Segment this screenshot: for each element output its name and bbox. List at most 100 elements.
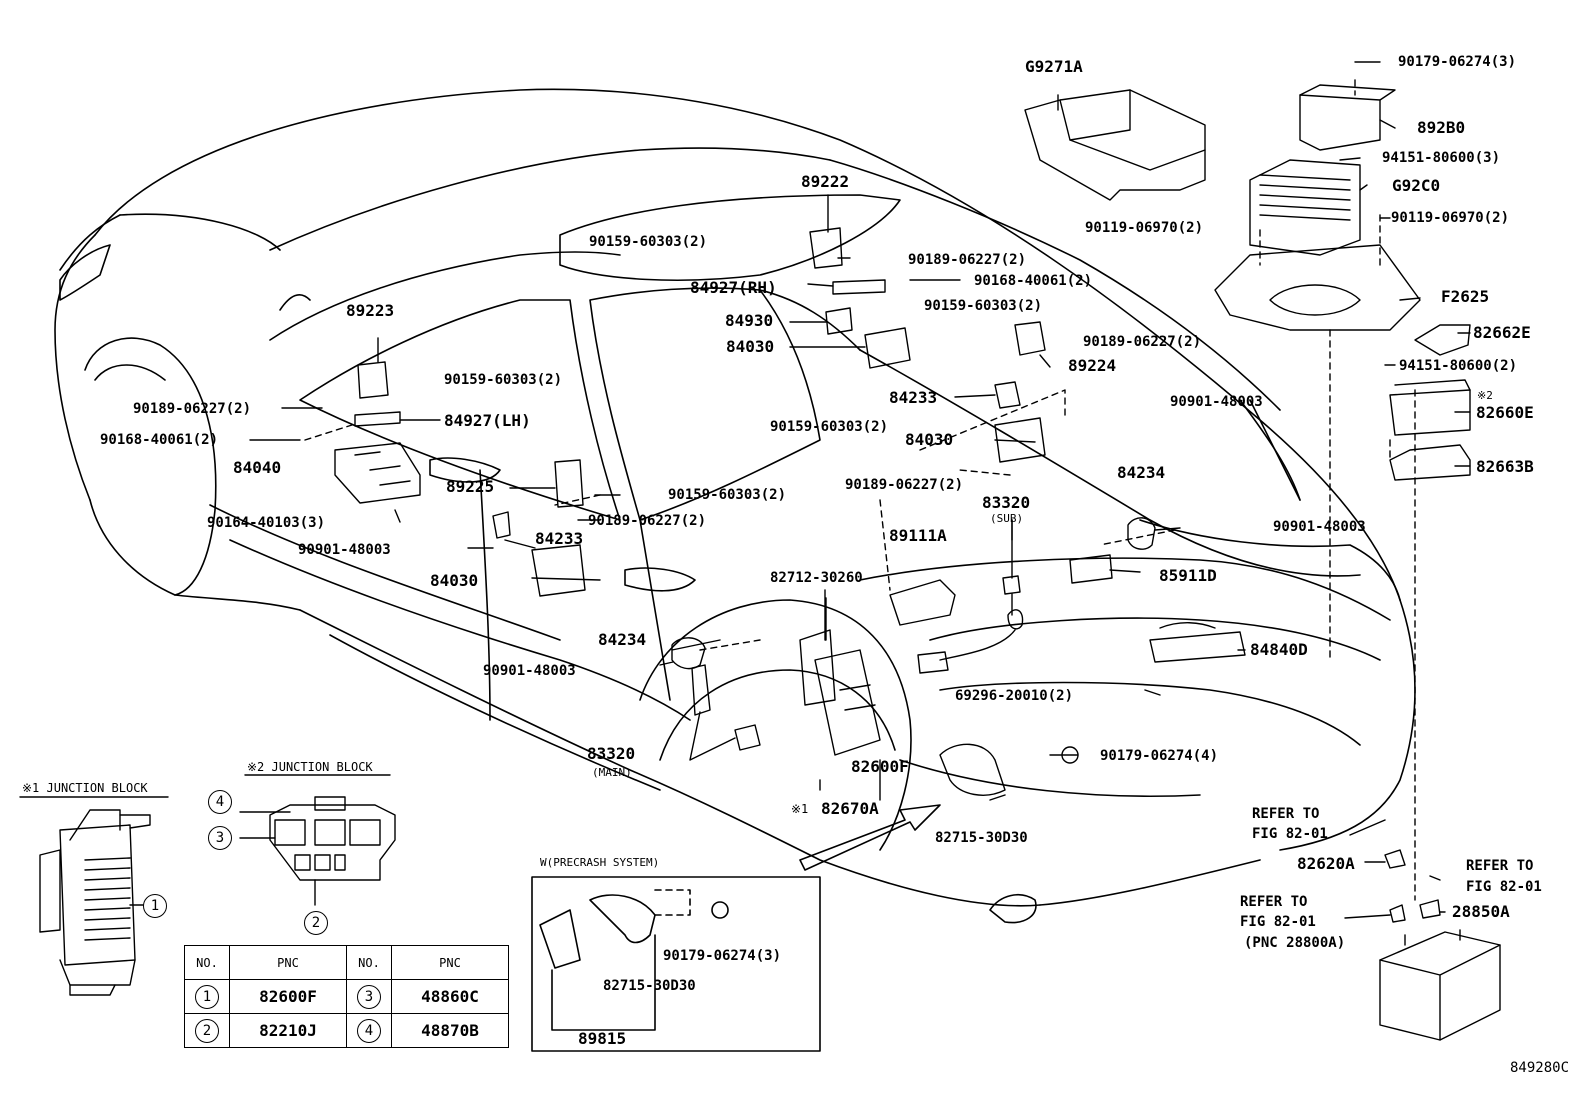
row-pnc-cell: 82600F xyxy=(229,979,347,1014)
row-pnc-cell: 48860C xyxy=(391,979,509,1014)
label-90901-48003-a: 90901-48003 xyxy=(1170,394,1263,410)
label-90164-40103-3: 90164-40103(3) xyxy=(207,515,326,531)
label-90179-06274-3-box: 90179-06274(3) xyxy=(663,948,782,964)
label-f2625: F2625 xyxy=(1441,287,1490,306)
label-90159-60303-2-a: 90159-60303(2) xyxy=(589,234,708,250)
label-refer-to-a: REFER TO xyxy=(1252,806,1320,822)
label-note1-mark: ※1 xyxy=(791,802,809,816)
header-pnc-a: PNC xyxy=(229,945,347,980)
row-number: 2 xyxy=(195,1018,219,1043)
label-g92c0: G92C0 xyxy=(1392,176,1441,195)
label-82660e: 82660E xyxy=(1476,403,1534,422)
header-pnc-b: PNC xyxy=(391,945,509,980)
row-pnc-cell: 82210J xyxy=(229,1013,347,1048)
label-83320-main: 83320 xyxy=(587,744,636,763)
label-84030-c: 84030 xyxy=(430,571,479,590)
label-85911d: 85911D xyxy=(1159,566,1217,585)
label-sub-note: (SUB) xyxy=(990,512,1024,525)
label-82620a: 82620A xyxy=(1297,854,1355,873)
label-94151-80600-2: 94151-80600(2) xyxy=(1399,358,1518,374)
junction-block-1-drawing xyxy=(19,796,169,996)
label-89224: 89224 xyxy=(1068,356,1117,375)
label-84930: 84930 xyxy=(725,311,774,330)
label-89225: 89225 xyxy=(446,477,495,496)
junction-block-2-drawing xyxy=(239,774,396,906)
figure-id: 849280C xyxy=(1510,1060,1570,1076)
label-90119-06970-2-right: 90119-06970(2) xyxy=(1391,210,1510,226)
label-90179-06274-3-top: 90179-06274(3) xyxy=(1398,54,1517,70)
table-row: 2 82210J 4 48870B xyxy=(184,1013,509,1048)
row-number: 1 xyxy=(195,984,219,1009)
label-refer-to-b: REFER TO xyxy=(1466,858,1534,874)
label-pnc-28800a: (PNC 28800A) xyxy=(1244,935,1346,951)
label-90159-60303-2-b: 90159-60303(2) xyxy=(924,298,1043,314)
label-84234-b: 84234 xyxy=(598,630,647,649)
label-82670a: 82670A xyxy=(821,799,879,818)
car-body-outline xyxy=(54,88,1416,924)
label-90159-60303-2-c: 90159-60303(2) xyxy=(770,419,889,435)
row-no-cell: 1 xyxy=(184,979,230,1014)
label-84030-b: 84030 xyxy=(905,430,954,449)
label-90901-48003-c: 90901-48003 xyxy=(1273,519,1366,535)
label-82663b: 82663B xyxy=(1476,457,1534,476)
label-fig-82-01-a: FIG 82-01 xyxy=(1252,826,1328,842)
label-refer-to-c: REFER TO xyxy=(1240,894,1308,910)
label-84233-b: 84233 xyxy=(535,529,584,548)
label-fig-82-01-c: FIG 82-01 xyxy=(1240,914,1316,930)
row-no-cell: 4 xyxy=(346,1013,392,1048)
label-90901-48003-d: 90901-48003 xyxy=(483,663,576,679)
label-90189-06227-2-c: 90189-06227(2) xyxy=(133,401,252,417)
label-82662e: 82662E xyxy=(1473,323,1531,342)
row-number: 3 xyxy=(357,984,381,1009)
label-82600f: 82600F xyxy=(851,757,909,776)
callout-2: 2 xyxy=(304,911,328,935)
label-89111a: 89111A xyxy=(889,526,947,545)
label-main-note: (MAIN) xyxy=(592,766,632,779)
callout-4: 4 xyxy=(208,790,232,814)
callout-1: 1 xyxy=(143,894,167,918)
label-89222: 89222 xyxy=(801,172,850,191)
label-90189-06227-2-b: 90189-06227(2) xyxy=(1083,334,1202,350)
label-jb2-title: ※2 JUNCTION BLOCK xyxy=(247,760,373,774)
label-83320-sub: 83320 xyxy=(982,493,1031,512)
row-no-cell: 2 xyxy=(184,1013,230,1048)
label-84233-a: 84233 xyxy=(889,388,938,407)
label-84234-a: 84234 xyxy=(1117,463,1166,482)
label-69296-20010-2: 69296-20010(2) xyxy=(955,688,1074,704)
label-89815: 89815 xyxy=(578,1029,627,1048)
header-no-a: NO. xyxy=(184,945,230,980)
label-90159-60303-2-d: 90159-60303(2) xyxy=(444,372,563,388)
row-no-cell: 3 xyxy=(346,979,392,1014)
row-number: 4 xyxy=(357,1018,381,1043)
label-82712-30260: 82712-30260 xyxy=(770,570,863,586)
label-90189-06227-2-a: 90189-06227(2) xyxy=(908,252,1027,268)
label-90168-40061-2-a: 90168-40061(2) xyxy=(974,273,1093,289)
label-84040: 84040 xyxy=(233,458,282,477)
label-jb1-title: ※1 JUNCTION BLOCK xyxy=(22,781,148,795)
label-84840d: 84840D xyxy=(1250,640,1308,659)
label-g9271a: G9271A xyxy=(1025,57,1083,76)
label-note2-mark: ※2 xyxy=(1477,389,1493,402)
header-no-b: NO. xyxy=(346,945,392,980)
label-90159-60303-2-e: 90159-60303(2) xyxy=(668,487,787,503)
callout-3: 3 xyxy=(208,826,232,850)
label-82715-30d30-a: 82715-30D30 xyxy=(935,830,1028,846)
label-precrash-title: W(PRECRASH SYSTEM) xyxy=(540,856,660,869)
label-892b0: 892B0 xyxy=(1417,118,1466,137)
label-90168-40061-2-b: 90168-40061(2) xyxy=(100,432,219,448)
label-84030-a: 84030 xyxy=(726,337,775,356)
label-82715-30d30-b: 82715-30D30 xyxy=(603,978,696,994)
pnc-table-header: NO. PNC NO. PNC xyxy=(184,945,509,980)
label-fig-82-01-b: FIG 82-01 xyxy=(1466,879,1542,895)
label-84927rh: 84927(RH) xyxy=(690,278,777,297)
label-94151-80600-3: 94151-80600(3) xyxy=(1382,150,1501,166)
label-89223: 89223 xyxy=(346,301,395,320)
table-row: 1 82600F 3 48860C xyxy=(184,979,509,1014)
pnc-table: NO. PNC NO. PNC 1 82600F 3 48860C 2 8221… xyxy=(184,945,509,1048)
label-90901-48003-b: 90901-48003 xyxy=(298,542,391,558)
label-90119-06970-2-left: 90119-06970(2) xyxy=(1085,220,1204,236)
row-pnc-cell: 48870B xyxy=(391,1013,509,1048)
precrash-box-drawing xyxy=(531,876,821,1052)
